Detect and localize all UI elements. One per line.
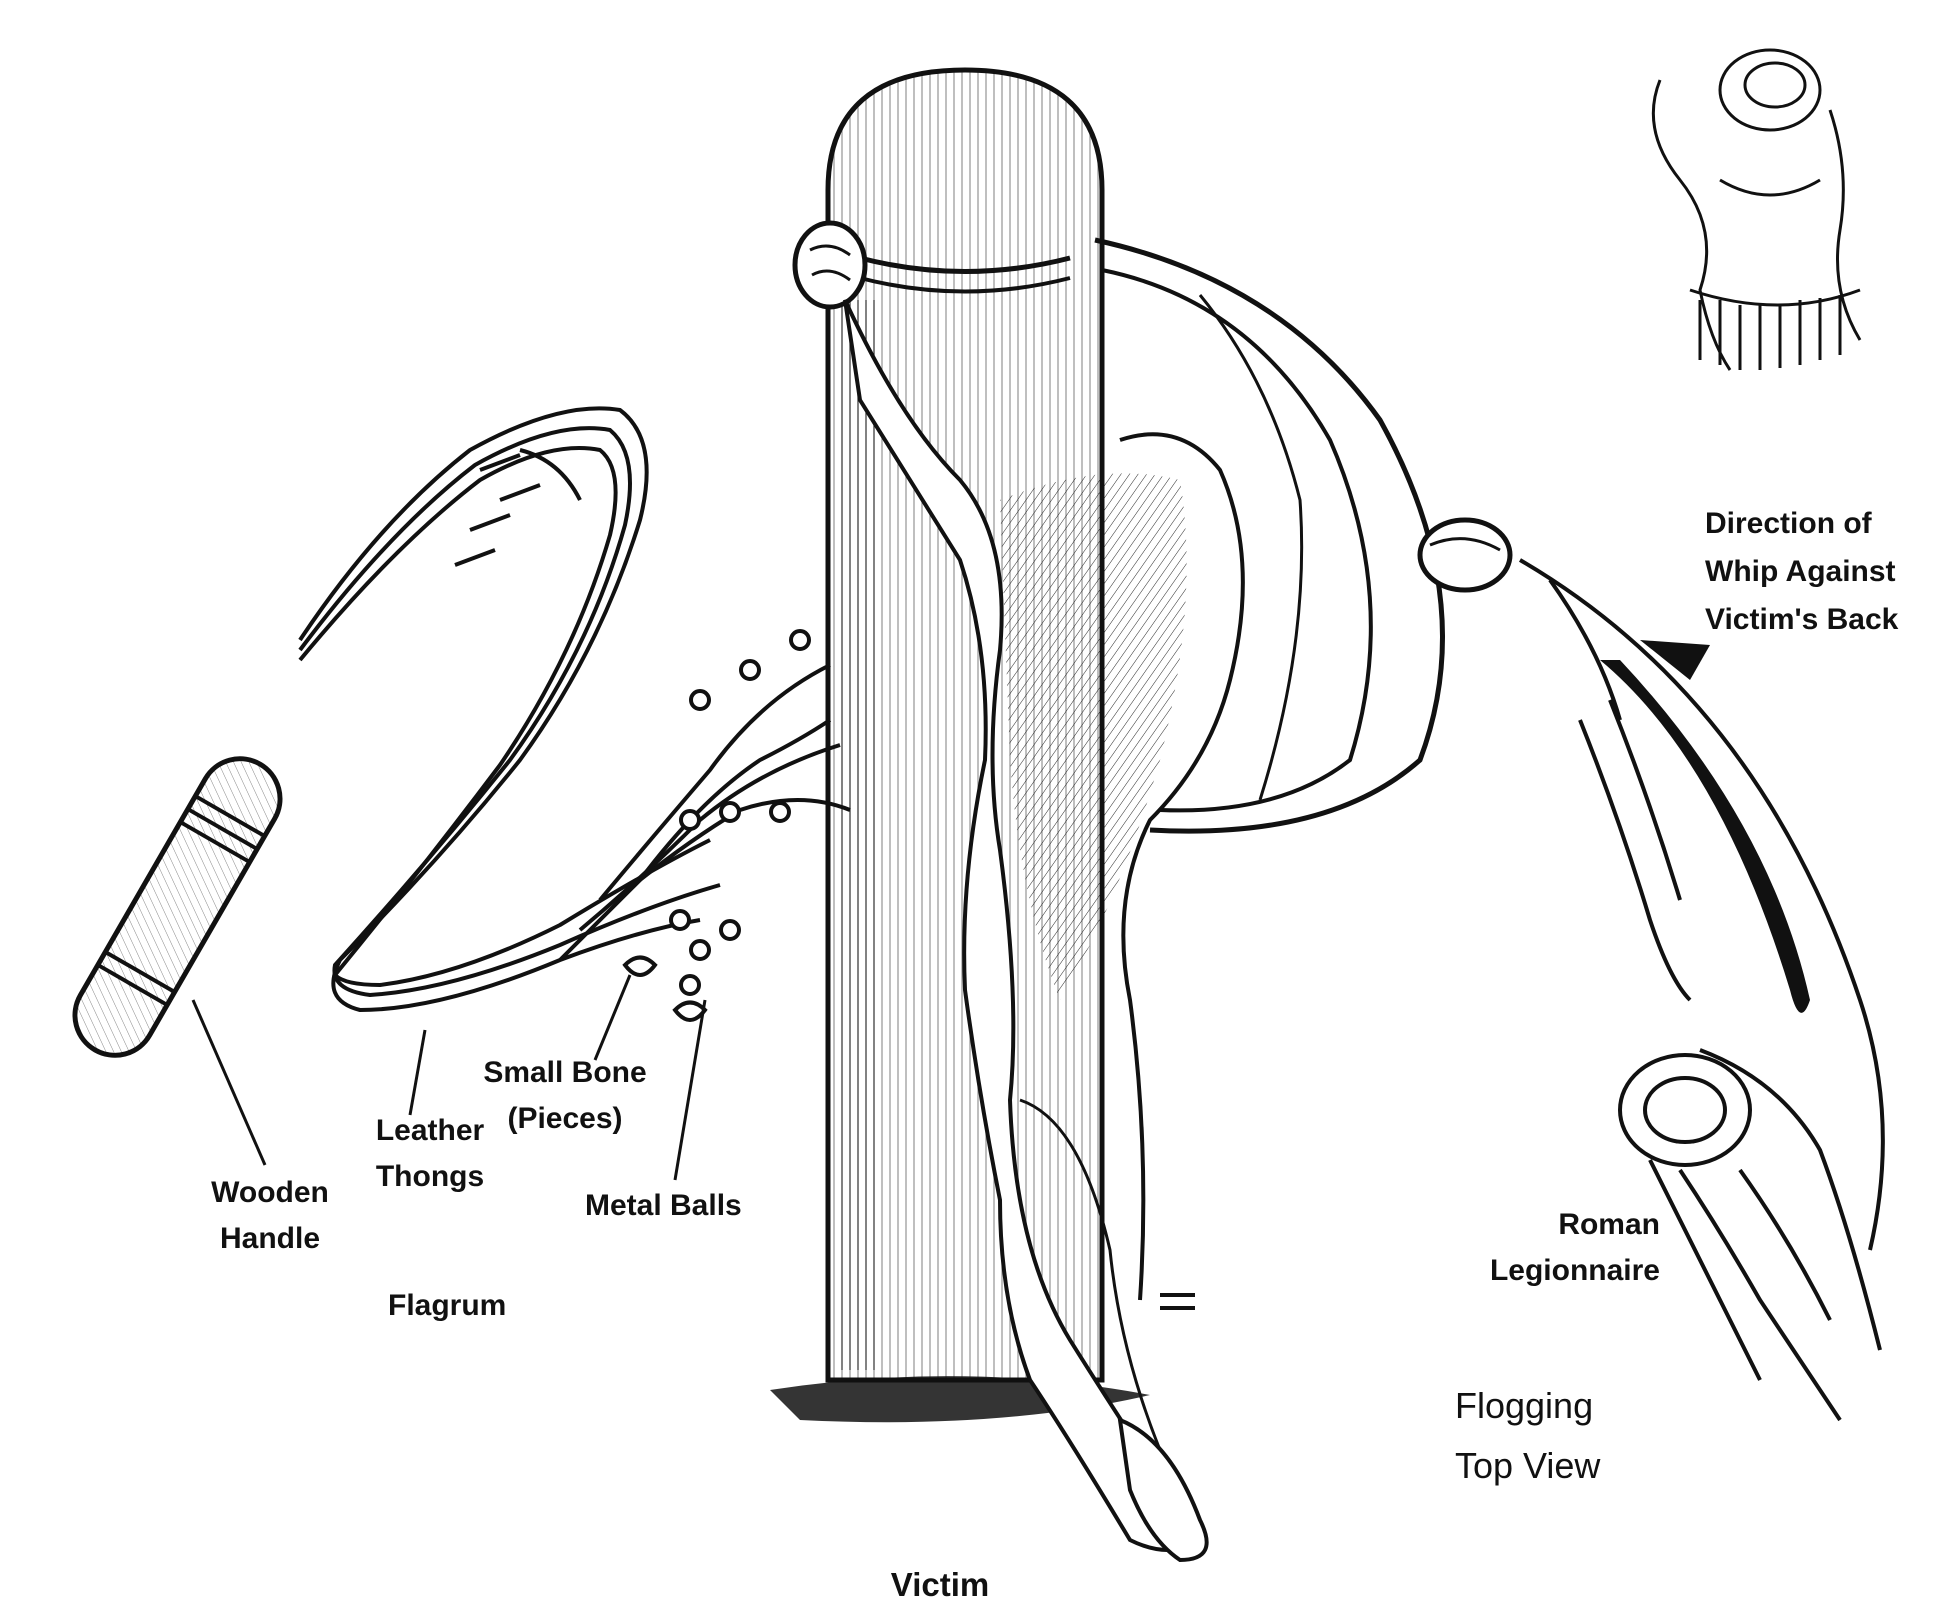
label-wooden-handle: Wooden Handle <box>190 1170 350 1262</box>
label-victim: Victim <box>860 1562 1020 1608</box>
roman-legionnaire-figure <box>1550 580 1880 1420</box>
top-view-figure <box>1653 50 1860 370</box>
flagrum-thongs <box>300 408 850 1010</box>
ground-marks <box>1160 1295 1195 1308</box>
label-direction-of-whip: Direction of Whip Against Victim's Back <box>1705 500 1941 644</box>
label-small-bone: Small Bone (Pieces) <box>460 1050 670 1142</box>
label-flagrum: Flagrum <box>388 1283 548 1329</box>
label-roman-legionnaire: Roman Legionnaire <box>1440 1202 1660 1294</box>
label-metal-balls: Metal Balls <box>585 1183 795 1229</box>
label-flogging-top-view: Flogging Top View <box>1455 1376 1685 1496</box>
flagrum-handle <box>60 744 294 1070</box>
